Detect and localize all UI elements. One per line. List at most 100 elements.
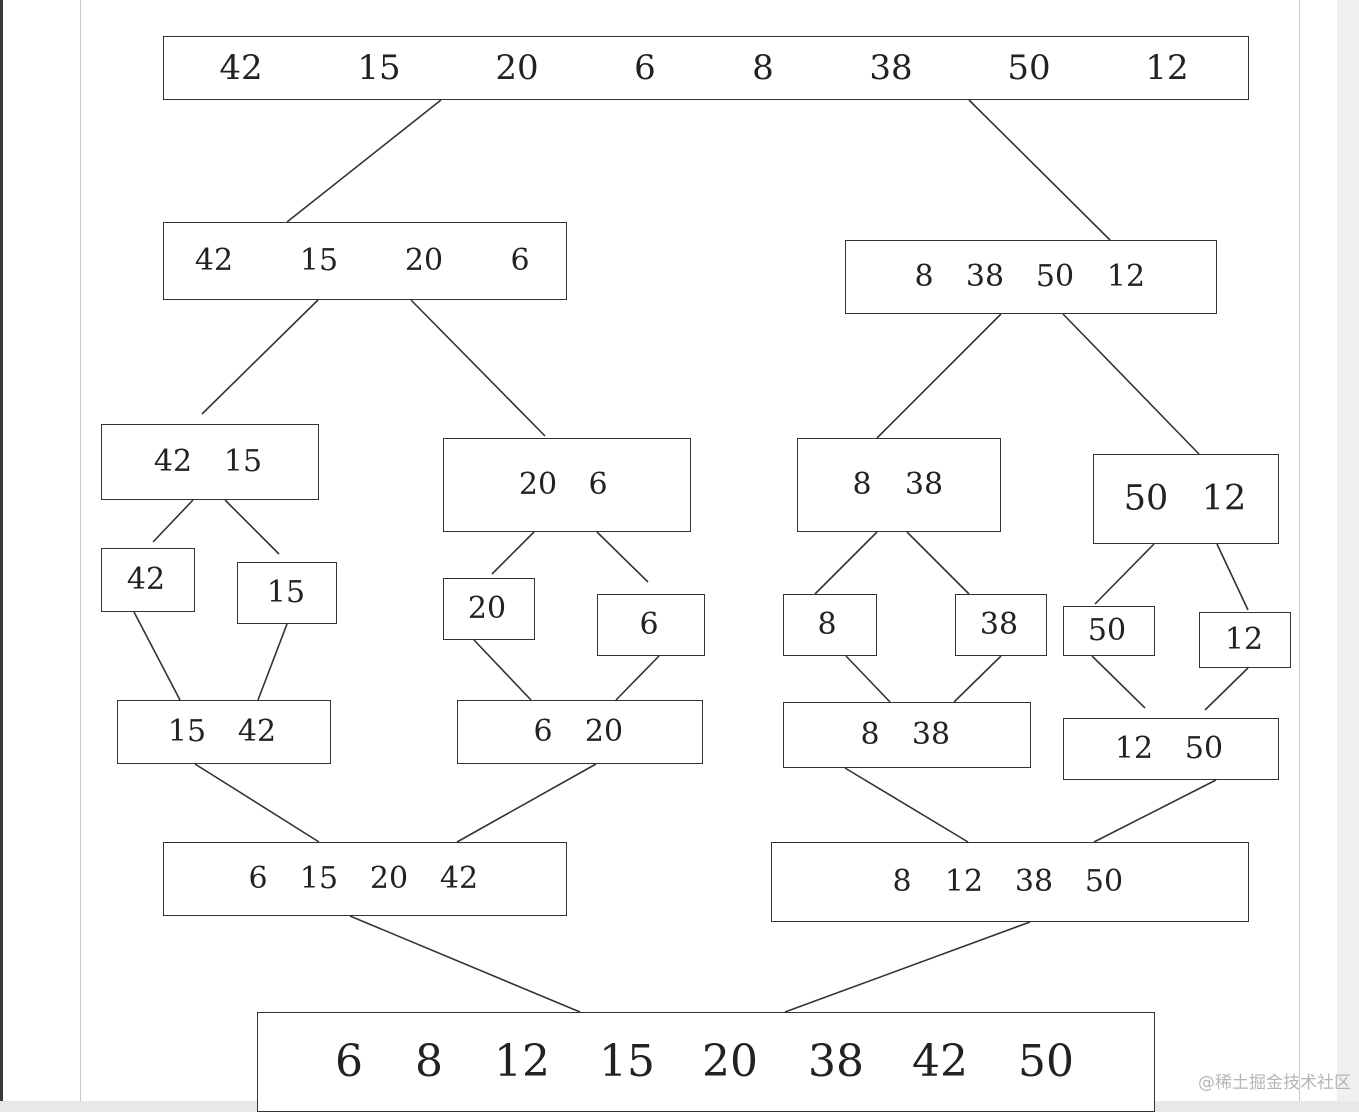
- node-merge-right-half: [771, 842, 1249, 922]
- connector-line-13: [1094, 543, 1155, 605]
- node-value: 8: [415, 1036, 443, 1087]
- node-value: 15: [357, 48, 401, 88]
- node-merge-12-50: [1063, 718, 1279, 780]
- connector-line-10: [596, 531, 649, 583]
- node-value: 50: [1184, 731, 1224, 766]
- node-value: 12: [1114, 731, 1154, 766]
- connector-line-12: [906, 531, 970, 595]
- node-value: 42: [237, 714, 277, 749]
- node-value: 20: [702, 1036, 758, 1087]
- node-value: 12: [1145, 48, 1189, 88]
- node-split-42-15: [101, 424, 319, 500]
- node-value: 42: [153, 444, 193, 479]
- node-value: 42: [912, 1036, 968, 1087]
- node-leaf-42: [101, 548, 195, 612]
- connector-line-4: [410, 299, 546, 437]
- node-value: 6: [533, 714, 553, 749]
- node-merge-left-half: [163, 842, 567, 916]
- node-value: 8: [752, 48, 774, 88]
- node-leaf-15: [237, 562, 337, 624]
- node-split-right-half: [845, 240, 1217, 314]
- connector-line-7: [152, 499, 194, 543]
- node-merge-15-42: [117, 700, 331, 764]
- node-value: 8: [817, 607, 837, 642]
- node-split-50-12: [1093, 454, 1279, 544]
- node-value: 20: [467, 591, 507, 626]
- node-root: [163, 36, 1249, 100]
- node-value: 38: [979, 607, 1019, 642]
- right-margin-area: [1337, 0, 1359, 1101]
- connector-line-9: [491, 531, 535, 575]
- node-leaf-20: [443, 578, 535, 640]
- connector-line-2: [968, 99, 1111, 241]
- node-value: 8: [892, 864, 912, 899]
- connector-line-20: [953, 655, 1002, 703]
- node-value: 50: [1035, 259, 1075, 294]
- node-value: 50: [1007, 48, 1051, 88]
- node-value: 15: [223, 444, 263, 479]
- node-value: 42: [194, 243, 234, 278]
- node-value: 15: [299, 861, 339, 896]
- connector-line-8: [224, 499, 280, 555]
- node-value: 12: [944, 864, 984, 899]
- connector-line-21: [1091, 655, 1146, 709]
- connector-line-26: [1093, 779, 1217, 843]
- node-value: 15: [167, 714, 207, 749]
- node-value: 38: [911, 717, 951, 752]
- node-value: 38: [869, 48, 913, 88]
- watermark-text: @稀土掘金技术社区: [1198, 1073, 1351, 1093]
- connector-line-17: [473, 639, 532, 701]
- node-value: 38: [1014, 864, 1054, 899]
- node-value: 8: [852, 467, 872, 502]
- node-value: 15: [266, 575, 306, 610]
- node-split-left-half: [163, 222, 567, 300]
- node-leaf-12: [1199, 612, 1291, 668]
- connector-line-5: [876, 313, 1002, 439]
- node-value: 50: [1123, 478, 1169, 519]
- connector-line-25: [844, 767, 969, 843]
- node-value: 12: [1201, 478, 1247, 519]
- node-value: 6: [510, 243, 530, 278]
- node-value: 6: [335, 1036, 363, 1087]
- node-value: 42: [219, 48, 263, 88]
- node-value: 50: [1087, 613, 1127, 648]
- node-value: 15: [299, 243, 339, 278]
- node-value: 50: [1018, 1036, 1074, 1087]
- node-value: 12: [1224, 622, 1264, 657]
- node-value: 8: [914, 259, 934, 294]
- node-value: 6: [248, 861, 268, 896]
- node-value: 42: [439, 861, 479, 896]
- connector-line-19: [845, 655, 891, 703]
- node-leaf-50: [1063, 606, 1155, 656]
- node-value: 6: [639, 607, 659, 642]
- node-leaf-8: [783, 594, 877, 656]
- node-value: 20: [369, 861, 409, 896]
- connector-line-27: [349, 915, 581, 1013]
- node-value: 50: [1084, 864, 1124, 899]
- node-value: 38: [965, 259, 1005, 294]
- connector-line-28: [784, 921, 1031, 1013]
- node-value: 20: [495, 48, 539, 88]
- node-merge-6-20: [457, 700, 703, 764]
- node-sorted-result: [257, 1012, 1155, 1112]
- node-leaf-6: [597, 594, 705, 656]
- node-value: 12: [494, 1036, 550, 1087]
- connector-line-18: [615, 655, 660, 701]
- node-value: 38: [808, 1036, 864, 1087]
- connector-line-24: [456, 763, 597, 843]
- node-value: 15: [599, 1036, 655, 1087]
- node-value: 12: [1106, 259, 1146, 294]
- node-value: 20: [404, 243, 444, 278]
- node-value: 20: [518, 467, 558, 502]
- node-value: 20: [584, 714, 624, 749]
- node-merge-8-38: [783, 702, 1031, 768]
- connector-line-11: [814, 531, 878, 595]
- connector-line-14: [1216, 543, 1249, 611]
- connector-line-15: [133, 611, 181, 701]
- left-window-edge: [0, 0, 3, 1101]
- connector-line-22: [1204, 667, 1249, 711]
- connector-line-6: [1062, 313, 1200, 455]
- node-value: 38: [904, 467, 944, 502]
- node-split-8-38: [797, 438, 1001, 532]
